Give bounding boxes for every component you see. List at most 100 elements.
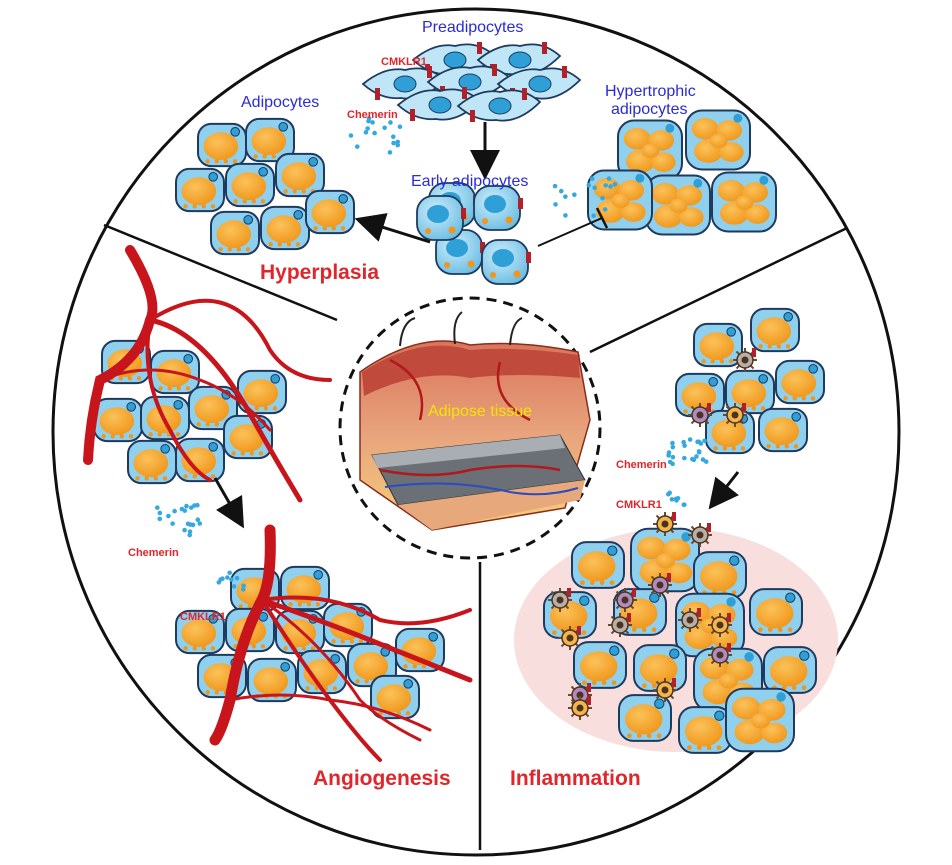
preadipocyte-cell xyxy=(396,87,482,121)
chemerin-dot xyxy=(241,583,246,589)
chemerin-dot xyxy=(552,183,558,189)
immune-cell xyxy=(653,512,677,536)
chemerin-dot xyxy=(592,185,597,191)
skin-block-illustration xyxy=(359,311,591,531)
chemerin-dot xyxy=(363,130,369,135)
adipocyte-cell xyxy=(175,609,225,655)
chemerin-dot xyxy=(558,188,564,194)
adipocyte-cell xyxy=(750,307,800,353)
chemerin-dot xyxy=(687,437,693,442)
chemerin-dot xyxy=(157,516,163,522)
adipocyte-cell xyxy=(618,694,672,742)
chemerin-dot xyxy=(703,459,709,464)
chemerin-dot xyxy=(182,527,187,533)
blood-vessel xyxy=(228,693,432,732)
early-adipocyte-cell xyxy=(416,195,466,241)
adipocyte-cell xyxy=(260,205,310,251)
chemerin-dot xyxy=(220,576,225,582)
chemerin-dot xyxy=(240,587,246,592)
early-adipocyte-cell xyxy=(473,185,523,231)
chemerin-dot xyxy=(192,503,197,508)
adipocyte-cell xyxy=(370,674,420,720)
arrow-inflammation xyxy=(708,471,740,510)
chemerin-dot xyxy=(216,580,222,585)
chemerin-dot xyxy=(195,517,201,522)
adipocyte-cell xyxy=(275,152,325,198)
chemerin-dot xyxy=(666,453,671,458)
early-adipocyte-cell xyxy=(481,239,531,285)
chemerin-dot xyxy=(670,461,675,467)
blood-vessel xyxy=(260,598,422,742)
preadipocyte-cell xyxy=(456,88,542,122)
blood-vessel xyxy=(98,368,272,432)
hypertrophic-label-line2: adipocytes xyxy=(611,101,688,118)
adipocyte-cell xyxy=(758,407,808,453)
adipose-tissue-label: Adipose tissue xyxy=(428,403,533,420)
chemerin-dot xyxy=(391,140,396,146)
blood-vessel xyxy=(260,595,472,626)
adipocyte-cell xyxy=(725,369,775,415)
chemerin-dot xyxy=(696,439,702,445)
inflammation-label: Inflammation xyxy=(510,767,641,790)
chemerin-dot xyxy=(370,120,375,125)
hypertrophic-adipocyte xyxy=(725,687,795,753)
blood-vessel xyxy=(145,318,212,482)
chemerin-dot xyxy=(682,455,687,461)
chemerin-dot xyxy=(234,575,240,581)
chemerin-dot xyxy=(172,508,177,514)
hypertrophic-adipocyte xyxy=(645,174,711,236)
adipocyte-cell xyxy=(305,189,355,235)
immune-cell xyxy=(558,626,582,650)
adipocyte-cell xyxy=(188,385,238,431)
cmklr1-label-left: CMKLR1 xyxy=(180,611,226,623)
chemerin-dot xyxy=(388,120,393,125)
chemerin-dot xyxy=(395,139,401,145)
chemerin-dot xyxy=(197,521,203,526)
immune-cell xyxy=(568,696,592,720)
chemerin-label-top: Chemerin xyxy=(347,109,398,121)
chemerin-dot xyxy=(696,449,702,454)
cmklr1-label-right: CMKLR1 xyxy=(616,499,662,511)
chemerin-dot xyxy=(603,183,609,188)
chemerin-dot xyxy=(670,444,676,450)
chemerin-dot xyxy=(387,150,393,155)
immune-cell xyxy=(653,678,677,702)
adipocyte-cell xyxy=(127,439,177,485)
adipocyte-cell xyxy=(571,541,625,589)
adipocyte-cell xyxy=(763,646,817,694)
immune-cell xyxy=(688,523,712,547)
adipocyte-cell xyxy=(175,437,225,483)
chemerin-dot xyxy=(372,130,377,136)
chemerin-dot xyxy=(670,454,676,460)
chemerin-dot xyxy=(608,184,613,189)
adipocyte-cell xyxy=(693,551,747,599)
chemerin-dot xyxy=(348,133,354,138)
divider-left xyxy=(103,223,338,322)
chemerin-label-left: Chemerin xyxy=(128,547,179,559)
chemerin-dot xyxy=(553,202,558,207)
immune-cell xyxy=(708,613,732,637)
chemerin-dot xyxy=(365,126,370,131)
adipocyte-cell xyxy=(678,706,732,754)
adipocyte-cell xyxy=(749,588,803,636)
early-adipocytes-label: Early adipocytes xyxy=(411,173,529,190)
divider-right xyxy=(589,226,848,354)
chemerin-dot xyxy=(674,498,679,503)
chemerin-dot xyxy=(682,443,687,448)
chemerin-label-right: Chemerin xyxy=(616,459,667,471)
chemerin-dot xyxy=(395,142,401,148)
blood-vessel xyxy=(83,245,158,465)
chemerin-dot xyxy=(612,182,618,187)
blood-vessel xyxy=(209,524,276,746)
angiogenesis-label: Angiogenesis xyxy=(313,767,451,790)
chemerin-dot xyxy=(187,532,193,538)
adipocyte-cell xyxy=(247,657,297,703)
arrow-angiogenesis xyxy=(213,477,244,529)
adipocyte-cell xyxy=(197,122,247,168)
adipocyte-cell xyxy=(775,359,825,405)
chemerin-dot xyxy=(157,510,163,516)
chemerin-dot xyxy=(667,490,672,496)
chemerin-dot xyxy=(586,182,592,188)
chemerin-dot xyxy=(155,505,160,510)
chemerin-dot xyxy=(185,521,191,527)
